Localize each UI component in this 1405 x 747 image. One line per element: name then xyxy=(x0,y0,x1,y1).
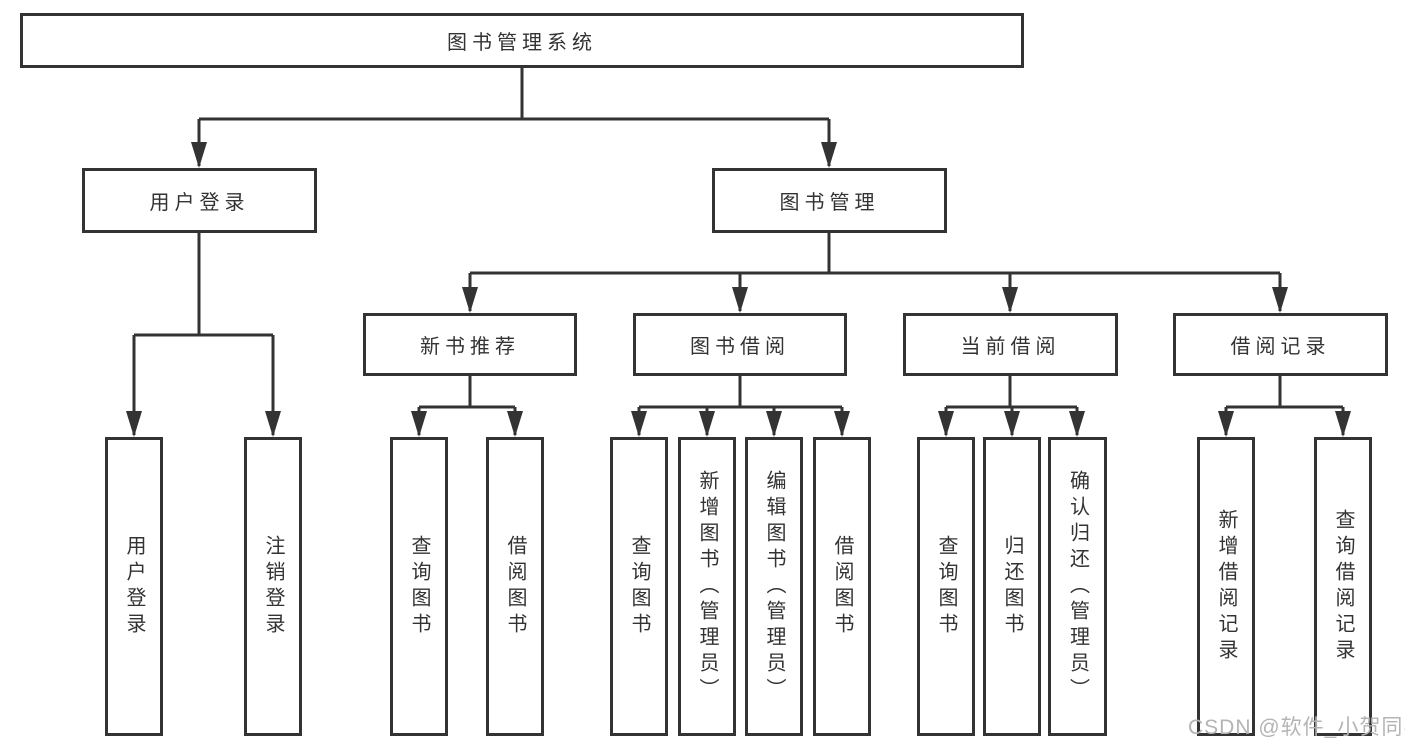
connector-borrowing-records-to-leaves xyxy=(1224,376,1345,435)
leaf-add-borrow-record-label: 新增借阅记录 xyxy=(1215,508,1237,665)
leaf-query-books-borrowing: 查询图书 xyxy=(610,437,668,736)
connector-book-mgmt-to-level3 xyxy=(468,233,1282,311)
watermark: CSDN @软件_小贺同学 xyxy=(1188,716,1405,739)
leaf-borrow-books-borrowing: 借阅图书 xyxy=(813,437,871,736)
node-book-borrowing-label: 图书借阅 xyxy=(690,336,790,358)
leaf-add-borrow-record: 新增借阅记录 xyxy=(1197,437,1255,736)
arrowhead-icon xyxy=(766,411,782,437)
leaf-query-borrow-record: 查询借阅记录 xyxy=(1314,437,1372,736)
arrowhead-icon xyxy=(938,411,954,437)
arrowhead-icon xyxy=(1069,411,1085,437)
connector-book-borrowing-to-leaves xyxy=(637,376,844,435)
node-new-book-recommend-label: 新书推荐 xyxy=(420,336,520,358)
leaf-confirm-return-admin: 确认归还（管理员） xyxy=(1048,437,1107,736)
leaf-query-borrow-record-label: 查询借阅记录 xyxy=(1332,508,1354,665)
leaf-query-books-borrowing-label: 查询图书 xyxy=(628,534,650,639)
node-new-book-recommend: 新书推荐 xyxy=(363,313,577,376)
arrowhead-icon xyxy=(821,142,837,168)
arrowhead-icon xyxy=(1335,411,1351,437)
node-book-management-label: 图书管理 xyxy=(779,192,880,214)
leaf-query-books-current-label: 查询图书 xyxy=(935,534,957,639)
leaf-return-books-label: 归还图书 xyxy=(1001,534,1023,639)
arrowhead-icon xyxy=(631,411,647,437)
arrowhead-icon xyxy=(191,142,207,168)
leaf-return-books: 归还图书 xyxy=(983,437,1041,736)
connector-new-book-rec-to-leaves xyxy=(417,376,517,435)
node-borrowing-records-label: 借阅记录 xyxy=(1230,336,1331,358)
arrowhead-icon xyxy=(411,411,427,437)
leaf-confirm-return-admin-label: 确认归还（管理员） xyxy=(1066,469,1089,704)
leaf-query-books-current: 查询图书 xyxy=(917,437,975,736)
leaf-query-books-recommend: 查询图书 xyxy=(390,437,448,736)
arrowhead-icon xyxy=(1218,411,1234,437)
connector-user-login-to-leaves xyxy=(132,233,275,435)
node-root-label: 图书管理系统 xyxy=(447,32,597,54)
node-book-management: 图书管理 xyxy=(712,168,947,233)
arrowhead-icon xyxy=(1272,287,1288,313)
leaf-borrow-books-recommend-label: 借阅图书 xyxy=(504,534,526,639)
node-current-borrowing: 当前借阅 xyxy=(903,313,1118,376)
node-book-borrowing: 图书借阅 xyxy=(633,313,847,376)
node-current-borrowing-label: 当前借阅 xyxy=(960,336,1061,358)
arrowhead-icon xyxy=(126,411,142,437)
arrowhead-icon xyxy=(265,411,281,437)
leaf-query-books-recommend-label: 查询图书 xyxy=(408,534,430,639)
connector-root-to-level2 xyxy=(197,68,831,166)
leaf-user-login-label: 用户登录 xyxy=(123,534,145,639)
node-user-login-label: 用户登录 xyxy=(149,192,250,214)
leaf-edit-books-admin: 编辑图书（管理员） xyxy=(745,437,803,736)
leaf-borrow-books-recommend: 借阅图书 xyxy=(486,437,544,736)
arrowhead-icon xyxy=(462,287,478,313)
leaf-edit-books-admin-label: 编辑图书（管理员） xyxy=(763,469,785,704)
leaf-add-books-admin: 新增图书（管理员） xyxy=(678,437,736,736)
arrowhead-icon xyxy=(1004,411,1020,437)
leaf-add-books-admin-label: 新增图书（管理员） xyxy=(696,469,718,704)
leaf-borrow-books-borrowing-label: 借阅图书 xyxy=(831,534,853,639)
node-root-system: 图书管理系统 xyxy=(20,13,1024,68)
arrowhead-icon xyxy=(1002,287,1018,313)
leaf-user-login: 用户登录 xyxy=(105,437,163,736)
arrowheads-group xyxy=(126,142,1351,437)
node-borrowing-records: 借阅记录 xyxy=(1173,313,1388,376)
arrowhead-icon xyxy=(834,411,850,437)
node-user-login: 用户登录 xyxy=(82,168,317,233)
arrowhead-icon xyxy=(507,411,523,437)
leaf-logout: 注销登录 xyxy=(244,437,302,736)
leaf-logout-label: 注销登录 xyxy=(262,534,284,639)
arrowhead-icon xyxy=(699,411,715,437)
arrowhead-icon xyxy=(732,287,748,313)
